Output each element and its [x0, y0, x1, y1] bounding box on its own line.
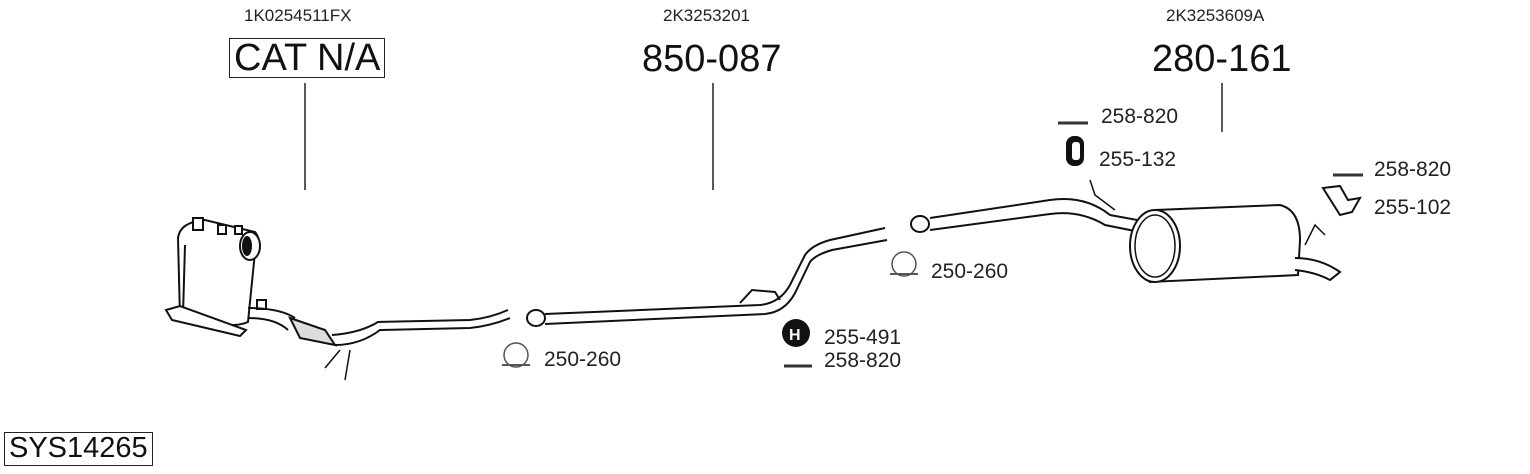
- accessory-label[interactable]: 258-820: [1374, 158, 1452, 181]
- bracket-icon: [1321, 184, 1362, 217]
- rear-silencer-part[interactable]: [910, 179, 1342, 284]
- rubber-mount-icon: H: [782, 319, 810, 347]
- accessory-label[interactable]: 255-491: [824, 326, 902, 349]
- part-number-cat[interactable]: CAT N/A: [229, 38, 386, 78]
- oem-number-cat: 1K0254511FX: [244, 6, 352, 25]
- middle-pipe-part[interactable]: [526, 227, 888, 327]
- system-id: SYS14265: [4, 432, 153, 466]
- accessory-label[interactable]: 258-820: [1101, 105, 1179, 128]
- part-number-rear[interactable]: 280-161: [1152, 38, 1292, 80]
- accessory-label[interactable]: 250-260: [931, 260, 1009, 283]
- part-number-middle[interactable]: 850-087: [642, 38, 782, 80]
- catalyst-part[interactable]: [164, 217, 511, 381]
- clamp-icon: [502, 342, 530, 368]
- accessory-label[interactable]: 255-132: [1099, 148, 1177, 171]
- accessory-label[interactable]: 255-102: [1374, 196, 1452, 219]
- svg-text:H: H: [789, 327, 801, 344]
- accessory-label[interactable]: 250-260: [544, 348, 622, 371]
- oem-number-middle: 2K3253201: [663, 6, 750, 25]
- rubber-mount-icon: [1066, 136, 1084, 166]
- accessory-label[interactable]: 258-820: [824, 349, 902, 372]
- oem-number-rear: 2K3253609A: [1166, 6, 1265, 25]
- clamp-icon: [890, 251, 918, 277]
